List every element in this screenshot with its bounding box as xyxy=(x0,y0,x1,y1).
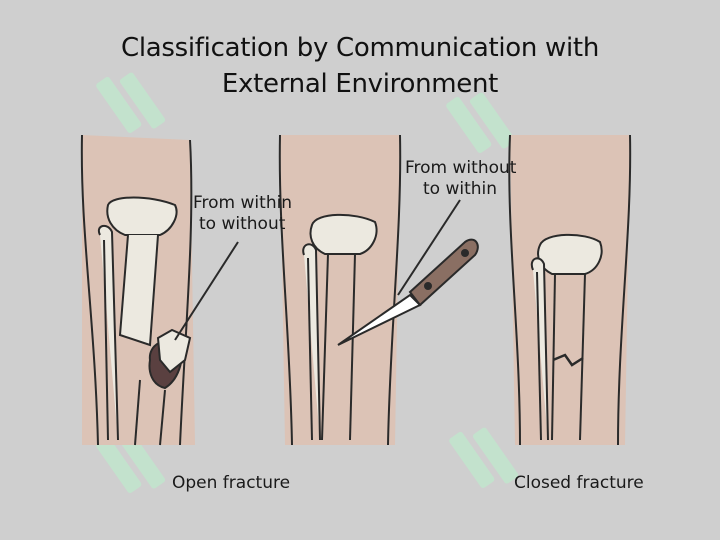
knife-handle xyxy=(408,238,479,307)
open-fracture-caption: Open fracture xyxy=(172,473,291,493)
watermark-logo xyxy=(449,427,519,488)
knife-wound-leg xyxy=(278,134,479,446)
title-line-2: External Environment xyxy=(221,69,499,99)
open-fracture-leg xyxy=(80,134,239,446)
annotation-line: From without xyxy=(405,158,517,178)
closed-fracture-leg xyxy=(508,134,632,446)
slide-title: Classification by Communication with Ext… xyxy=(60,30,660,102)
annotation-line: From within xyxy=(193,193,293,213)
watermark-logo xyxy=(446,92,516,153)
annotation-line: to within xyxy=(423,179,498,199)
watermark-logo xyxy=(96,72,166,133)
title-line-1: Classification by Communication with xyxy=(120,33,599,63)
annotation-line: to without xyxy=(199,214,286,234)
closed-fracture-caption: Closed fracture xyxy=(514,473,644,493)
watermark-logo xyxy=(96,432,166,493)
open-fracture-annotation: From within to without xyxy=(193,193,292,235)
knife-annotation: From without to within xyxy=(405,158,516,200)
